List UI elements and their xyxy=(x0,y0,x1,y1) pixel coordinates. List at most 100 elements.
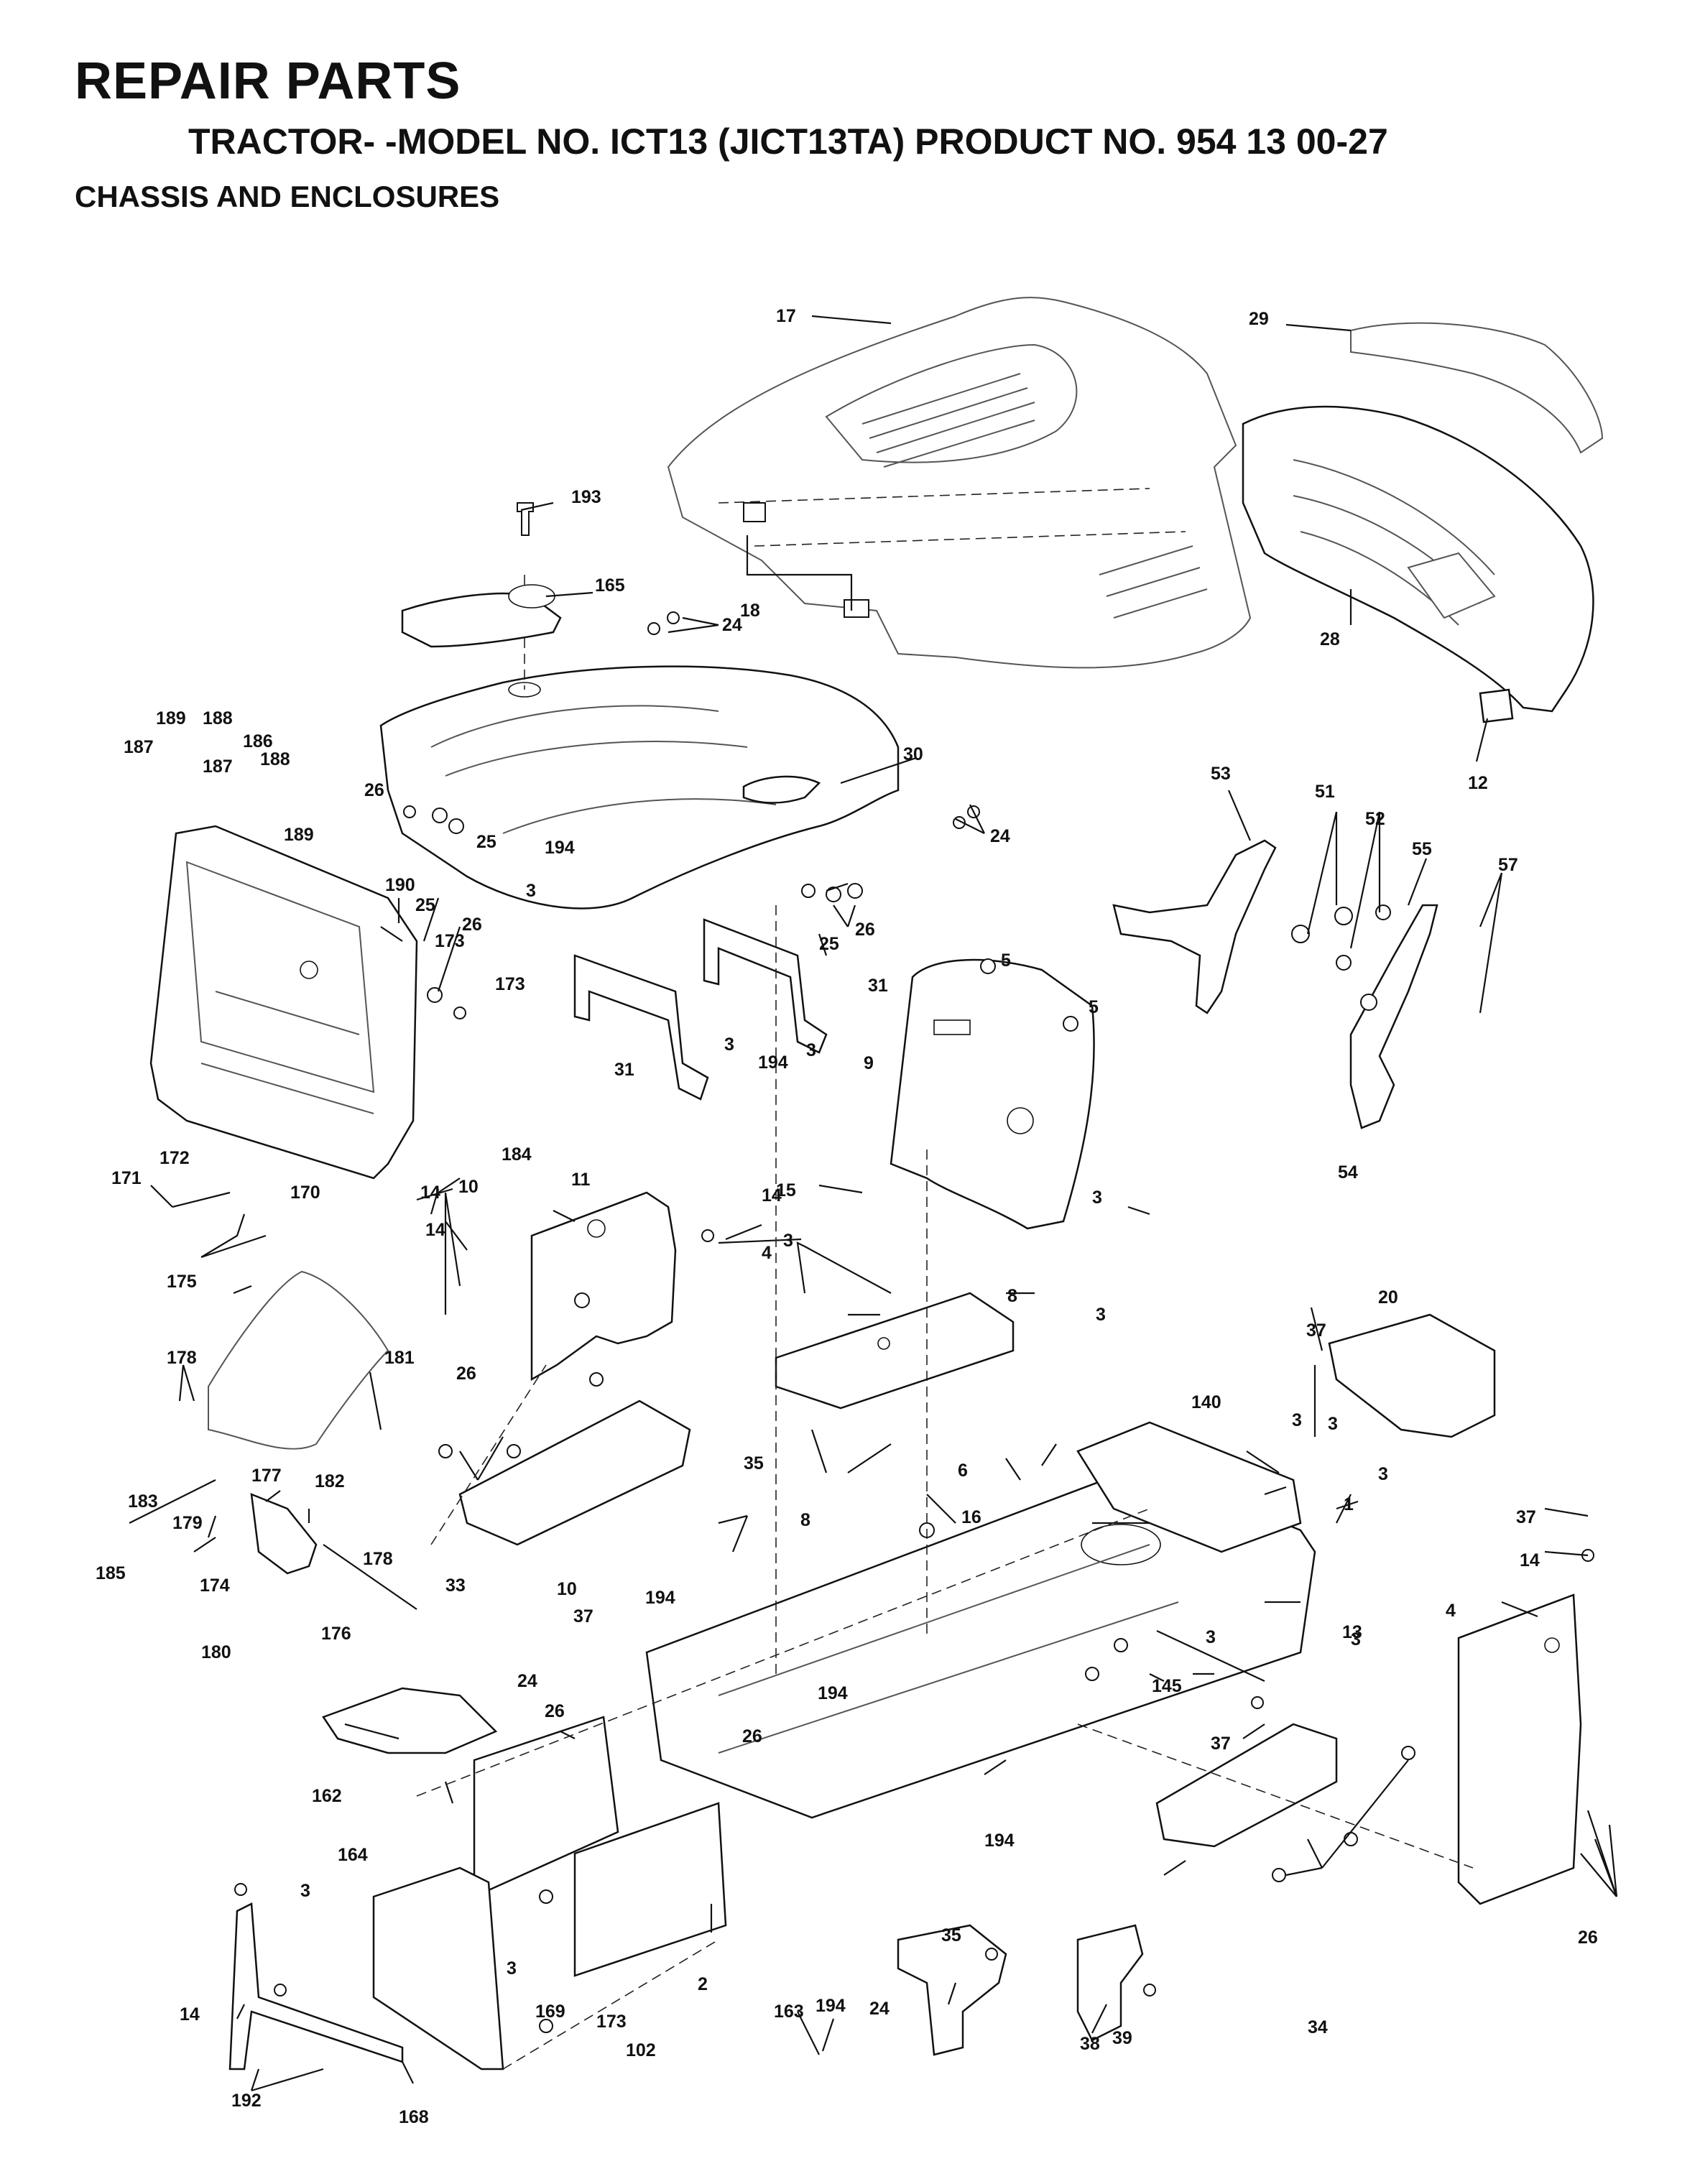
callout-label: 3 xyxy=(507,1958,517,1979)
front-panel-part xyxy=(149,825,418,1180)
callout-label: 14 xyxy=(425,1220,445,1240)
callout-label: 3 xyxy=(1206,1627,1216,1647)
callout-label: 4 xyxy=(762,1243,772,1263)
callout-label: 10 xyxy=(458,1177,479,1197)
callout-label: 24 xyxy=(722,615,742,635)
section-title: CHASSIS AND ENCLOSURES xyxy=(75,180,500,213)
cover-175-part xyxy=(208,1270,389,1450)
callout-label: 54 xyxy=(1338,1162,1358,1183)
callout-label: 26 xyxy=(545,1701,565,1721)
callout-label: 140 xyxy=(1191,1392,1221,1412)
parts-layer xyxy=(129,297,1604,2070)
callout-label: 35 xyxy=(744,1453,764,1473)
bracket-39-part xyxy=(1076,1924,1144,2042)
callout-label: 102 xyxy=(626,2040,656,2060)
callout-label: 12 xyxy=(1468,773,1488,793)
callout-label: 186 xyxy=(243,731,273,751)
callout-label: 5 xyxy=(1089,997,1099,1017)
callout-label: 179 xyxy=(172,1513,203,1533)
callout-label: 172 xyxy=(160,1148,190,1168)
callout-label: 52 xyxy=(1365,809,1385,829)
callout-label: 33 xyxy=(445,1575,466,1596)
callout-label: 3 xyxy=(1092,1188,1102,1208)
callout-label: 188 xyxy=(260,749,290,769)
callout-label: 194 xyxy=(816,1996,846,2016)
callout-label: 169 xyxy=(535,2002,565,2022)
bracket-31-left-part xyxy=(573,954,709,1101)
callout-label: 37 xyxy=(573,1606,593,1627)
callout-label: 57 xyxy=(1498,855,1518,875)
screw-193-part xyxy=(517,502,534,536)
rod-185-part xyxy=(129,1479,216,1524)
callout-label: 35 xyxy=(941,1925,961,1945)
clip-part xyxy=(1479,688,1514,723)
callout-label: 29 xyxy=(1249,309,1269,329)
callout-label: 26 xyxy=(855,920,875,940)
callout-label: 25 xyxy=(415,895,435,915)
callout-label: 184 xyxy=(502,1144,532,1165)
callout-label: 194 xyxy=(818,1683,848,1703)
bracket-53-part xyxy=(1112,839,1277,1014)
alignment-lines-layer xyxy=(416,905,1474,2070)
callout-label: 28 xyxy=(1320,629,1340,649)
callout-label: 193 xyxy=(571,487,601,507)
callout-label: 14 xyxy=(1520,1550,1540,1570)
hardware-layer xyxy=(234,611,1594,2033)
callout-label: 145 xyxy=(1152,1676,1182,1696)
grill-top-part xyxy=(1350,322,1604,454)
grill-part xyxy=(1242,405,1594,713)
plate-2-part xyxy=(372,1866,504,2070)
callout-label: 10 xyxy=(557,1579,577,1599)
plate-164-part xyxy=(322,1687,498,1754)
leader-lines-layer xyxy=(150,315,1618,2092)
callout-label: 170 xyxy=(290,1183,320,1203)
callout-label: 2 xyxy=(698,1974,708,1994)
callout-label: 194 xyxy=(758,1052,788,1073)
callout-label: 177 xyxy=(251,1466,282,1486)
callout-label: 26 xyxy=(742,1726,762,1746)
callout-label: 4 xyxy=(1446,1601,1456,1621)
callout-label: 3 xyxy=(806,1040,816,1060)
callout-label: 3 xyxy=(1328,1414,1338,1434)
callout-label: 16 xyxy=(961,1507,981,1527)
callout-label: 162 xyxy=(312,1786,342,1806)
callout-label: 9 xyxy=(864,1053,874,1073)
callout-label: 3 xyxy=(300,1881,310,1901)
callout-label: 53 xyxy=(1211,764,1231,784)
callout-label: 181 xyxy=(384,1348,415,1368)
page-title: REPAIR PARTS xyxy=(75,52,461,110)
footrest-33-part xyxy=(458,1399,691,1546)
bracket-38-part xyxy=(897,1924,1007,2056)
callout-label: 189 xyxy=(284,825,314,845)
side-panel-13-part xyxy=(1457,1593,1582,1905)
callout-label: 25 xyxy=(476,832,496,852)
callout-label: 165 xyxy=(595,575,625,596)
side-panel-11-part xyxy=(530,1191,677,1382)
callout-label: 188 xyxy=(203,708,233,728)
callout-label: 182 xyxy=(315,1471,345,1491)
callout-label: 185 xyxy=(96,1563,126,1583)
callout-label: 176 xyxy=(321,1624,351,1644)
callout-label: 14 xyxy=(420,1183,440,1203)
callout-label: 20 xyxy=(1378,1287,1398,1308)
callout-label: 174 xyxy=(200,1575,230,1596)
callout-label: 187 xyxy=(124,737,154,757)
callout-label: 37 xyxy=(1516,1507,1536,1527)
callout-label: 173 xyxy=(435,931,465,951)
callout-label: 39 xyxy=(1112,2028,1132,2048)
callout-label: 171 xyxy=(111,1168,142,1188)
callout-label: 164 xyxy=(338,1845,368,1865)
callout-label: 3 xyxy=(1096,1305,1106,1325)
bracket-31-right-part xyxy=(703,918,828,1054)
callout-label: 6 xyxy=(958,1461,968,1481)
callout-label: 11 xyxy=(571,1170,591,1190)
callout-label: 3 xyxy=(526,881,536,901)
callout-label: 26 xyxy=(1578,1928,1598,1948)
callout-label: 8 xyxy=(1007,1286,1017,1306)
callout-label: 3 xyxy=(1351,1629,1361,1649)
callout-label: 194 xyxy=(645,1588,675,1608)
callout-label: 163 xyxy=(774,2002,804,2022)
